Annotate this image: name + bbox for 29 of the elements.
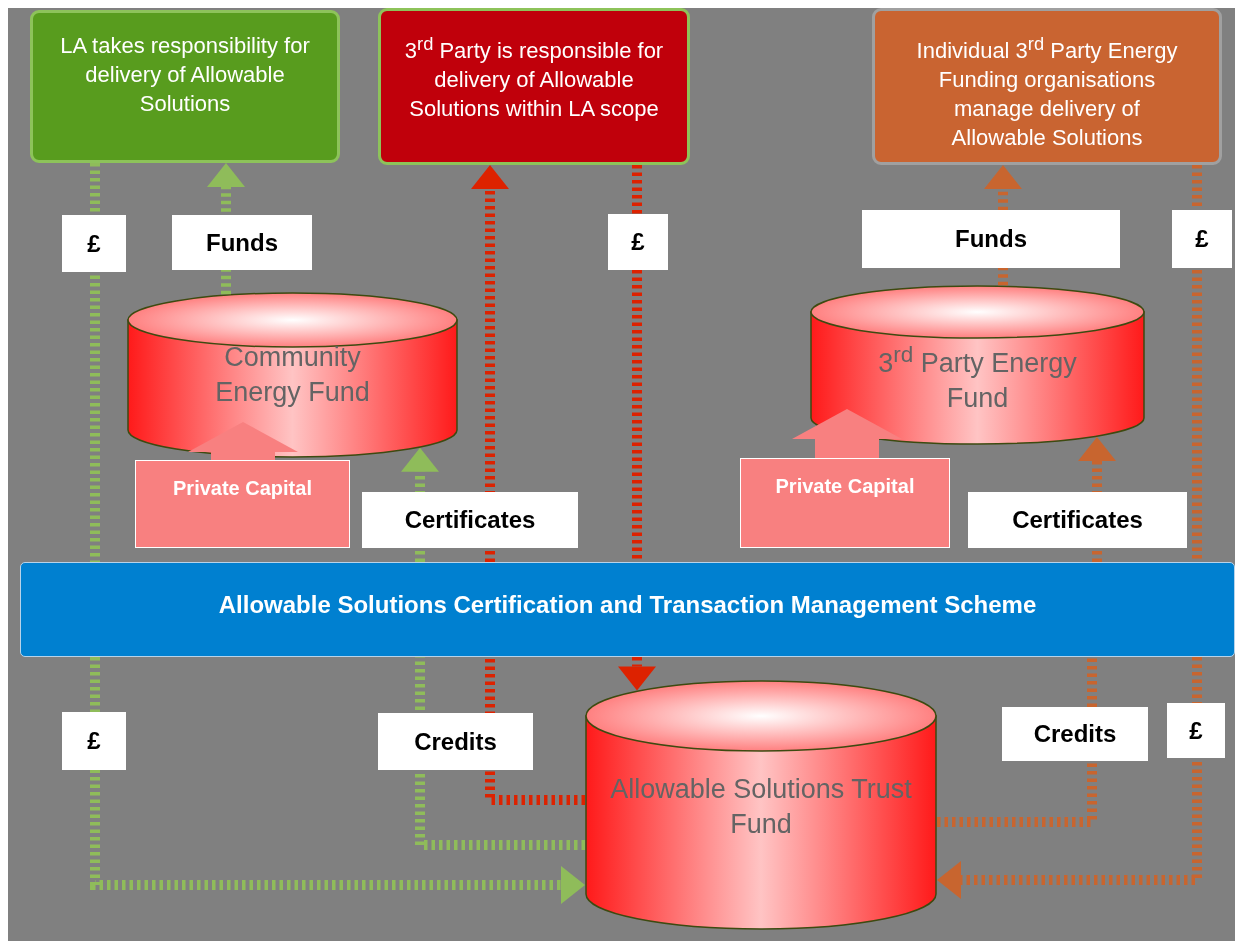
fund-name: Allowable Solutions Trust Fund — [610, 773, 912, 841]
fund-cylinder — [810, 285, 1145, 445]
edge-label: £ — [1172, 210, 1232, 268]
edge-label: Credits — [1002, 707, 1148, 761]
fund-cylinder — [585, 680, 937, 930]
arrow — [90, 657, 585, 904]
arrow — [471, 165, 509, 562]
arrow — [618, 657, 656, 691]
process-box: Individual 3$^{rd}$ Party Energy Funding organisations manage delivery of Allowable Solutions — [872, 8, 1222, 165]
private-capital-box: Private Capital — [135, 460, 350, 548]
edge-label: £ — [1167, 703, 1225, 758]
edge-label: Credits — [378, 713, 533, 770]
process-box: LA takes responsibility for delivery of Allowable Solutions — [30, 10, 340, 163]
edge-label: £ — [62, 215, 126, 272]
edge-label: Funds — [172, 215, 312, 270]
fund-cylinder — [127, 292, 458, 458]
private-capital-box: Private Capital — [740, 458, 950, 548]
edge-label: Funds — [862, 210, 1120, 268]
arrow — [188, 422, 298, 460]
edge-label: £ — [62, 712, 126, 770]
process-box: 3$^{rd}$ Party is responsible for delivery of Allowable Solutions within LA scope — [378, 8, 690, 165]
edge-label: £ — [608, 214, 668, 270]
edge-label: Certificates — [968, 492, 1187, 548]
edge-label: Certificates — [362, 492, 578, 548]
fund-name: 3$^{rd}$ Party Energy Fund — [877, 341, 1078, 415]
arrow — [937, 657, 1202, 899]
arrow — [792, 409, 902, 458]
scheme-band: Allowable Solutions Certification and Transaction Management Scheme — [20, 562, 1235, 657]
fund-name: Community Energy Fund — [214, 341, 371, 409]
